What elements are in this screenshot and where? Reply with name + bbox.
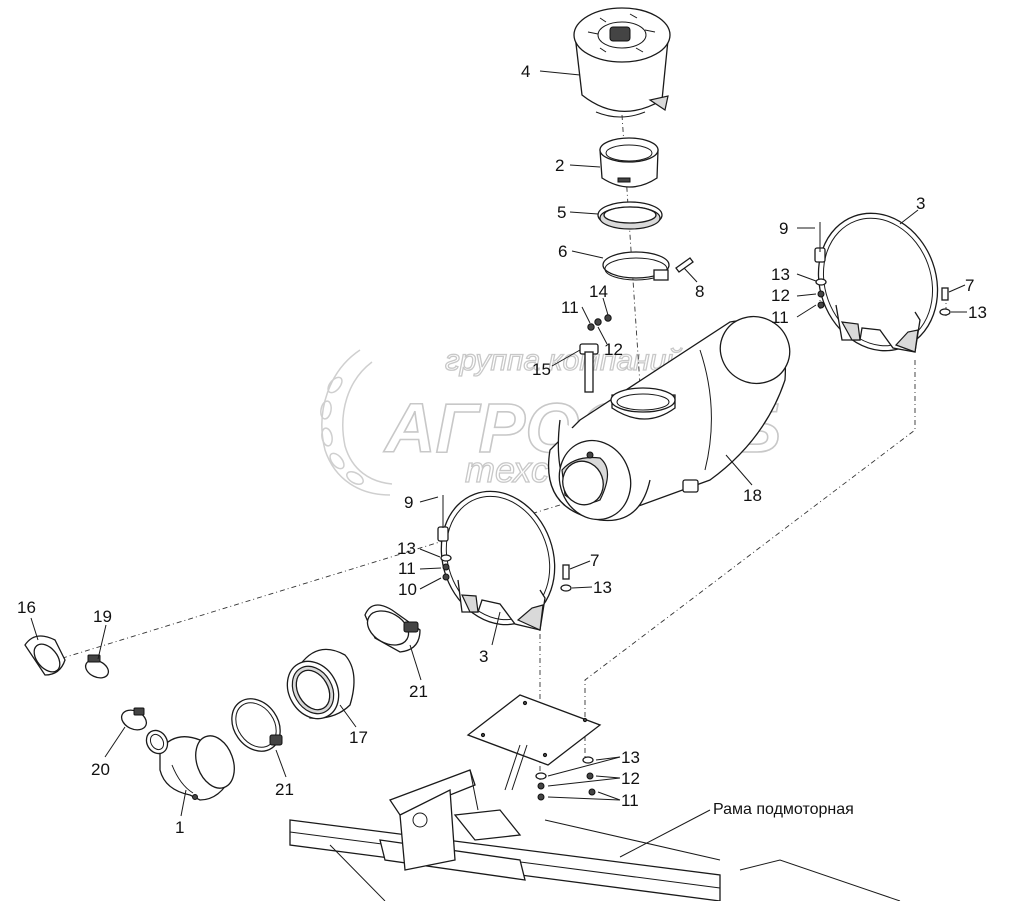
- callout-8: 8: [695, 282, 704, 301]
- fasteners-left: [440, 554, 572, 592]
- fasteners-bottom: [535, 756, 596, 801]
- watermark-line1: группа компаний: [445, 344, 683, 377]
- hose-clamp-21-upper: [364, 604, 421, 653]
- hose-clamp-21-lower: [231, 698, 283, 752]
- callout-5: 5: [557, 203, 566, 222]
- engine-subframe: [289, 769, 901, 901]
- callout-1: 1: [175, 818, 184, 837]
- callout-13-left: 13: [397, 539, 416, 558]
- callout-13-right2: 13: [968, 303, 987, 322]
- intake-elbow-1: [159, 735, 235, 801]
- hose-clamp-20: [120, 707, 169, 755]
- fasteners-right: [815, 278, 951, 316]
- strap-bracket-right: [814, 212, 939, 353]
- rain-cap-16: [24, 635, 66, 676]
- callout-16: 16: [17, 598, 36, 617]
- callout-13-bottom: 13: [621, 748, 640, 767]
- callout-17: 17: [349, 728, 368, 747]
- callout-12-bottom: 12: [621, 769, 640, 788]
- fasteners-upper: [587, 314, 612, 331]
- callout-2: 2: [555, 156, 564, 175]
- callout-11-bottom: 11: [621, 791, 639, 810]
- callout-11-top: 11: [561, 298, 579, 317]
- strap-bracket-left: [437, 490, 556, 631]
- callout-13-left2: 13: [593, 578, 612, 597]
- watermark-logo-icon: [320, 349, 393, 496]
- callout-11-right: 11: [771, 308, 789, 327]
- callout-labels: 4 2 5 6 8 14 11 12 15 18 9 3 13 12 11 7 …: [17, 62, 987, 837]
- callout-3-left: 3: [479, 647, 488, 666]
- corrugated-hose-17: [286, 648, 355, 720]
- callout-11-left: 11: [398, 559, 416, 578]
- callout-21-lower: 21: [275, 780, 294, 799]
- mount-plate: [466, 694, 602, 791]
- frame-label: Рама подмоторная: [713, 801, 854, 818]
- callout-20: 20: [91, 760, 110, 779]
- sleeve-part: [599, 137, 659, 188]
- clamp-6: [602, 251, 694, 281]
- leader-lines: [30, 70, 967, 858]
- callout-13-right: 13: [771, 265, 790, 284]
- callout-7-right: 7: [965, 276, 974, 295]
- callout-7-left: 7: [590, 551, 599, 570]
- callout-4: 4: [521, 62, 530, 81]
- callout-9-left: 9: [404, 493, 413, 512]
- callout-18: 18: [743, 486, 762, 505]
- callout-9-right: 9: [779, 219, 788, 238]
- callout-12-right: 12: [771, 286, 790, 305]
- sensor-15: [579, 343, 599, 393]
- callout-12-top: 12: [604, 340, 623, 359]
- air-filter-housing: [548, 315, 791, 522]
- callout-19: 19: [93, 607, 112, 626]
- callout-10-left: 10: [398, 580, 417, 599]
- seal-ring: [597, 201, 663, 230]
- precleaner-cap: [573, 7, 671, 118]
- callout-14: 14: [589, 282, 608, 301]
- callout-21-upper: 21: [409, 682, 428, 701]
- callout-15: 15: [532, 360, 551, 379]
- hose-clamp-19: [84, 654, 110, 679]
- callout-3-right: 3: [916, 194, 925, 213]
- callout-6: 6: [558, 242, 567, 261]
